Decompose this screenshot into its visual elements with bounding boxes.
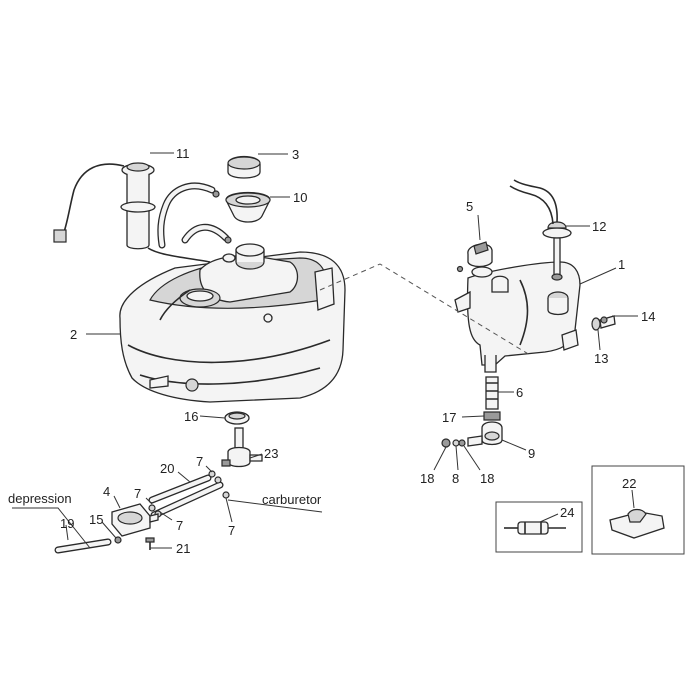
callout-15: 15 [89,512,103,527]
vent-hose [157,182,232,249]
callout-14: 14 [641,309,655,324]
inline-fuel-filter-inset [495,501,583,553]
depression-hose [54,538,112,554]
clip-nut-inset [591,465,685,555]
callout-7-d: 7 [228,523,235,538]
callout-5: 5 [466,199,473,214]
callout-1: 1 [618,257,625,272]
fuel-tank [119,243,346,403]
callout-7-a: 7 [196,454,203,469]
callout-23: 23 [264,446,278,461]
oil-tank [454,261,581,373]
fuel-level-sender [53,162,211,263]
callout-2: 2 [70,327,77,342]
filler-neck [225,191,271,223]
callout-18-a: 18 [420,471,434,486]
callout-10: 10 [293,190,307,205]
callout-19: 19 [60,516,74,531]
hose-clamp [224,411,250,425]
vacuum-fuel-pump [111,503,159,550]
callout-11: 11 [176,146,190,161]
oil-tank-cap [456,241,493,278]
callout-12: 12 [592,219,606,234]
filler-cap [227,155,261,179]
callout-18-b: 18 [480,471,494,486]
callout-3: 3 [292,147,299,162]
oil-hose-assembly [441,376,503,448]
fuel-tap [221,427,263,468]
callout-17: 17 [442,410,456,425]
callout-20: 20 [160,461,174,476]
oil-level-sensor [509,179,572,281]
carburetor-label: carburetor [262,492,322,507]
screw-and-washer [591,315,616,331]
fuel-hose [148,474,224,519]
callout-13: 13 [594,351,608,366]
callout-4: 4 [103,484,110,499]
callout-16: 16 [184,409,198,424]
callout-22: 22 [622,476,636,491]
callout-7-c: 7 [176,518,183,533]
callout-8: 8 [452,471,459,486]
callout-7-b: 7 [134,486,141,501]
callout-9: 9 [528,446,535,461]
callout-21: 21 [176,541,190,556]
depression-label: depression [8,491,72,506]
callout-6: 6 [516,385,523,400]
callout-24: 24 [560,505,574,520]
